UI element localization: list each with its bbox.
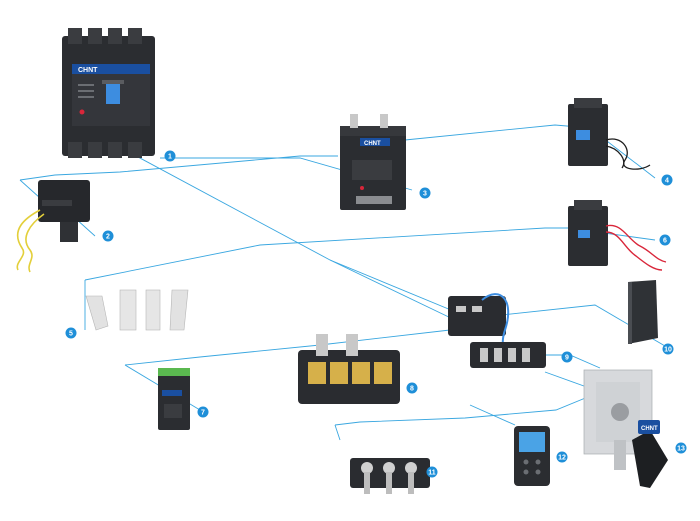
connector-line-5 bbox=[84, 227, 568, 281]
handheld-controller-icon bbox=[514, 426, 550, 486]
badge-5-label: 5 bbox=[69, 331, 73, 338]
badge-1-label: 1 bbox=[168, 154, 172, 161]
connector-line-4 bbox=[404, 124, 591, 141]
shunt-release-icon bbox=[16, 180, 90, 273]
badge-8: 8 bbox=[406, 382, 418, 394]
phase-barrier-icon bbox=[628, 280, 658, 344]
badge-2-label: 2 bbox=[106, 234, 110, 241]
molded-case-circuit-breaker-icon: CHNT bbox=[62, 28, 155, 158]
connector-line-7 bbox=[124, 329, 451, 366]
rotary-handle-mechanism-icon: CHNT bbox=[583, 369, 668, 488]
badge-1: 1 bbox=[164, 150, 176, 162]
brand-logo-1: CHNT bbox=[78, 67, 98, 74]
part-badges: 1 2 3 4 5 6 7 8 bbox=[65, 150, 687, 478]
badge-9-label: 9 bbox=[565, 355, 569, 362]
badge-3: 3 bbox=[419, 187, 431, 199]
badge-4: 4 bbox=[661, 174, 673, 186]
terminal-cover-icon bbox=[298, 334, 400, 404]
brand-logo-13: CHNT bbox=[641, 426, 658, 432]
badge-13-label: 13 bbox=[677, 446, 685, 453]
badge-5: 5 bbox=[65, 327, 77, 339]
badge-11-label: 11 bbox=[428, 470, 436, 477]
badge-6: 6 bbox=[659, 234, 671, 246]
badge-7: 7 bbox=[197, 406, 209, 418]
connector-line-12 bbox=[469, 404, 516, 426]
badge-12: 12 bbox=[556, 451, 568, 463]
badge-4-label: 4 bbox=[665, 178, 669, 185]
badge-12-label: 12 bbox=[558, 455, 566, 462]
badge-9: 9 bbox=[561, 351, 573, 363]
connector-line-11 bbox=[334, 391, 601, 426]
connector-line-11b bbox=[334, 424, 341, 441]
badge-13: 13 bbox=[675, 442, 687, 454]
auxiliary-contact-icon bbox=[568, 98, 651, 170]
plug-in-base-icon bbox=[448, 293, 546, 368]
badge-8-label: 8 bbox=[410, 386, 414, 393]
badge-7-label: 7 bbox=[201, 410, 205, 417]
motor-operating-mechanism-icon: CHNT bbox=[340, 114, 406, 210]
badge-6-label: 6 bbox=[663, 238, 667, 245]
brand-logo-3: CHNT bbox=[364, 141, 381, 147]
rear-terminal-block-icon bbox=[350, 458, 430, 494]
din-rail-module-icon bbox=[158, 368, 190, 430]
badge-10-label: 10 bbox=[664, 347, 672, 354]
badge-11: 11 bbox=[426, 466, 438, 478]
connector-line-2b bbox=[19, 155, 338, 181]
badge-3-label: 3 bbox=[423, 191, 427, 198]
badge-2: 2 bbox=[102, 230, 114, 242]
alarm-contact-icon bbox=[568, 200, 667, 271]
badge-10: 10 bbox=[662, 343, 674, 355]
terminal-extension-plates-icon bbox=[85, 289, 189, 331]
